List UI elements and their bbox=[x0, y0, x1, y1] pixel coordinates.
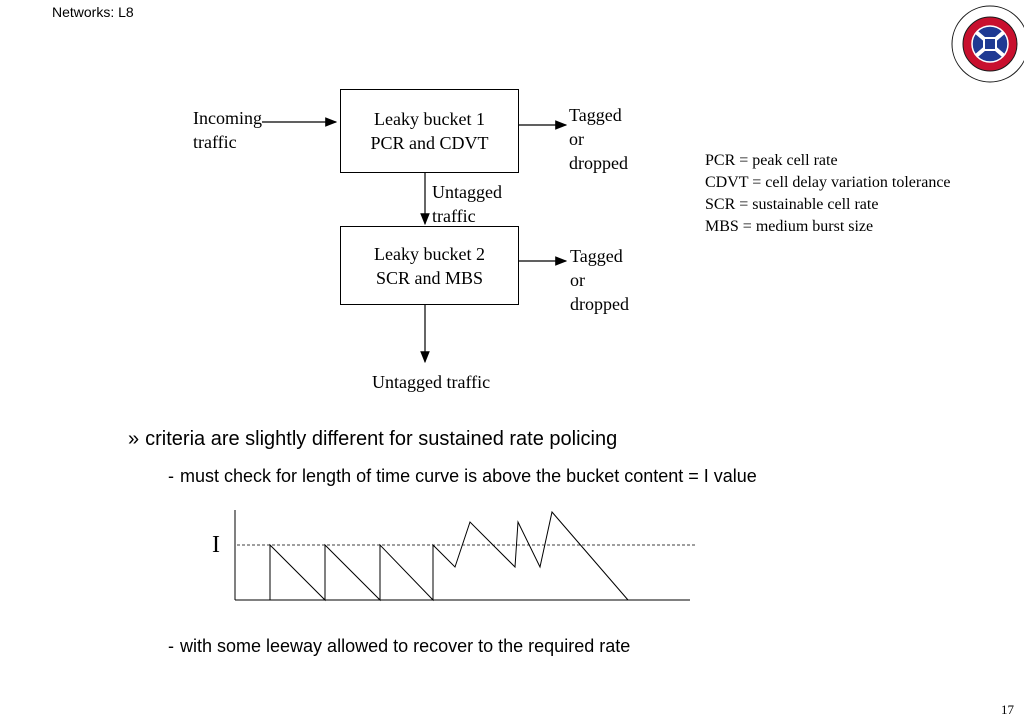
bullet-text: criteria are slightly different for sust… bbox=[145, 428, 618, 450]
bullet-criteria: »criteria are slightly different for sus… bbox=[128, 428, 617, 451]
slide-header-title: Networks: L8 bbox=[52, 4, 134, 20]
leaky-bucket-1-box: Leaky bucket 1 PCR and CDVT bbox=[340, 89, 519, 173]
box2-line2: SCR and MBS bbox=[375, 267, 484, 288]
leaky-bucket-2-box: Leaky bucket 2 SCR and MBS bbox=[340, 226, 519, 305]
untagged-traffic-label-bottom: Untagged traffic bbox=[372, 372, 491, 392]
sub-bullet-leeway: -with some leeway allowed to recover to … bbox=[168, 636, 630, 657]
incoming-traffic-label: Incoming traffic bbox=[193, 108, 262, 152]
university-logo bbox=[951, 5, 1024, 83]
box1-line2: PCR and CDVT bbox=[370, 133, 489, 153]
bucket-graph bbox=[234, 510, 695, 602]
bullet-marker: » bbox=[128, 428, 140, 450]
untagged-traffic-label-mid: Untagged traffic bbox=[432, 182, 502, 226]
legend-item: CDVT = cell delay variation tolerance bbox=[705, 174, 951, 191]
box1-line1: Leaky bucket 1 bbox=[374, 109, 485, 129]
legend-item: MBS = medium burst size bbox=[705, 218, 874, 235]
box2-line1: Leaky bucket 2 bbox=[374, 243, 485, 264]
graph-level-label: I bbox=[212, 532, 220, 558]
abbreviation-legend: PCR = peak cell rate CDVT = cell delay v… bbox=[705, 150, 951, 238]
graph-sawtooth-curve bbox=[269, 510, 629, 602]
bullet-marker: - bbox=[168, 466, 174, 486]
legend-item: SCR = sustainable cell rate bbox=[705, 196, 879, 213]
bullet-text: with some leeway allowed to recover to t… bbox=[180, 636, 631, 656]
tagged-dropped-label-2: Tagged or dropped bbox=[570, 246, 629, 314]
page-number: 17 bbox=[1001, 702, 1014, 717]
tagged-dropped-label-1: Tagged or dropped bbox=[569, 105, 628, 173]
bullet-marker: - bbox=[168, 636, 174, 656]
bullet-text: must check for length of time curve is a… bbox=[180, 466, 757, 486]
legend-item: PCR = peak cell rate bbox=[705, 152, 838, 169]
sub-bullet-check-length: -must check for length of time curve is … bbox=[168, 466, 757, 487]
